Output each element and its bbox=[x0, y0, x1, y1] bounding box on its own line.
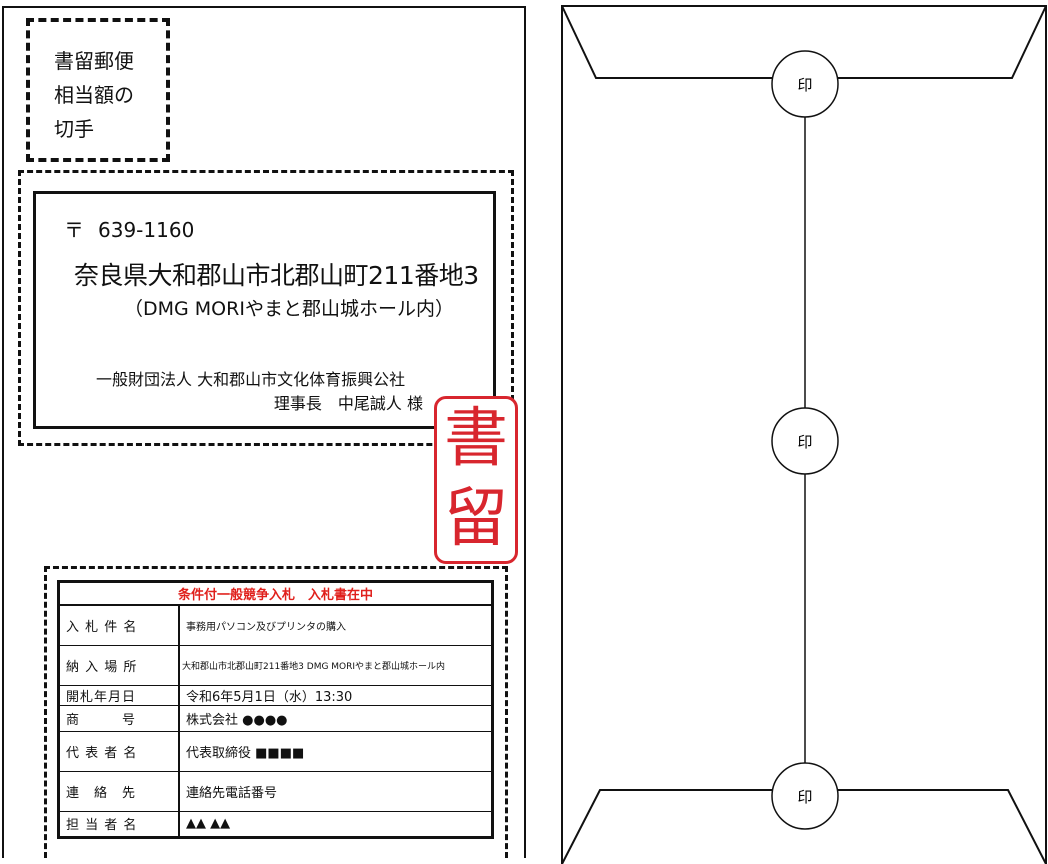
organization-name: 一般財団法人 大和郡山市文化体育振興公社 bbox=[96, 370, 406, 389]
row-label-person-in-charge: 担 当 者 名 bbox=[58, 810, 180, 838]
stamp-line-3: 切手 bbox=[54, 117, 94, 141]
address-line-2: （DMG MORIやまと郡山城ホール内） bbox=[124, 298, 454, 320]
postal-mark-icon: 〒 bbox=[64, 218, 84, 242]
row-label-subject: 入 札 件 名 bbox=[58, 604, 180, 646]
postal-code: 639-1160 bbox=[98, 218, 195, 242]
stamp-line-1: 書留郵便 bbox=[54, 49, 134, 73]
table-row: 連 絡 先 連絡先電話番号 bbox=[58, 770, 493, 812]
recipient-name: 理事長 中尾誠人 様 bbox=[273, 394, 423, 413]
seal-bottom-label: 印 bbox=[797, 788, 812, 806]
seal-top: 印 bbox=[771, 50, 839, 118]
seal-middle: 印 bbox=[771, 407, 839, 475]
registered-char-1: 書 bbox=[444, 402, 508, 476]
bid-table-header: 条件付一般競争入札 入札書在中 bbox=[58, 581, 493, 606]
seal-middle-label: 印 bbox=[797, 433, 812, 451]
registered-mail-mark: 書 留 bbox=[434, 396, 518, 564]
stamp-line-2: 相当額の bbox=[54, 83, 134, 107]
row-value-person-in-charge: ▲▲ ▲▲ bbox=[178, 810, 493, 838]
stamp-area: 書留郵便 相当額の 切手 bbox=[26, 18, 170, 162]
row-label-opening-date: 開札年月日 bbox=[58, 684, 180, 706]
row-value-contact: 連絡先電話番号 bbox=[178, 770, 493, 812]
table-row: 入 札 件 名 事務用パソコン及びプリンタの購入 bbox=[58, 604, 493, 646]
seal-bottom: 印 bbox=[771, 762, 839, 830]
envelope-back-border bbox=[561, 5, 1047, 864]
row-value-delivery-place: 大和郡山市北郡山町211番地3 DMG MORIやまと郡山城ホール内 bbox=[178, 644, 493, 686]
row-label-delivery-place: 納 入 場 所 bbox=[58, 644, 180, 686]
address-line-1: 奈良県大和郡山市北郡山町211番地3 bbox=[74, 261, 479, 290]
table-row: 納 入 場 所 大和郡山市北郡山町211番地3 DMG MORIやまと郡山城ホー… bbox=[58, 644, 493, 686]
address-block: 〒 639-1160 奈良県大和郡山市北郡山町211番地3 （DMG MORIやま… bbox=[33, 191, 496, 429]
bid-info-table: 条件付一般競争入札 入札書在中 入 札 件 名 事務用パソコン及びプリンタの購入… bbox=[57, 580, 494, 839]
row-label-contact: 連 絡 先 bbox=[58, 770, 180, 812]
envelope-front bbox=[2, 6, 526, 858]
postal-code-line: 〒 639-1160 bbox=[64, 214, 194, 243]
address-outer-frame bbox=[18, 170, 514, 446]
registered-char-2: 留 bbox=[444, 482, 508, 556]
bid-info-outer-frame bbox=[44, 566, 508, 858]
seal-top-label: 印 bbox=[797, 76, 812, 94]
table-row: 担 当 者 名 ▲▲ ▲▲ bbox=[58, 810, 493, 838]
